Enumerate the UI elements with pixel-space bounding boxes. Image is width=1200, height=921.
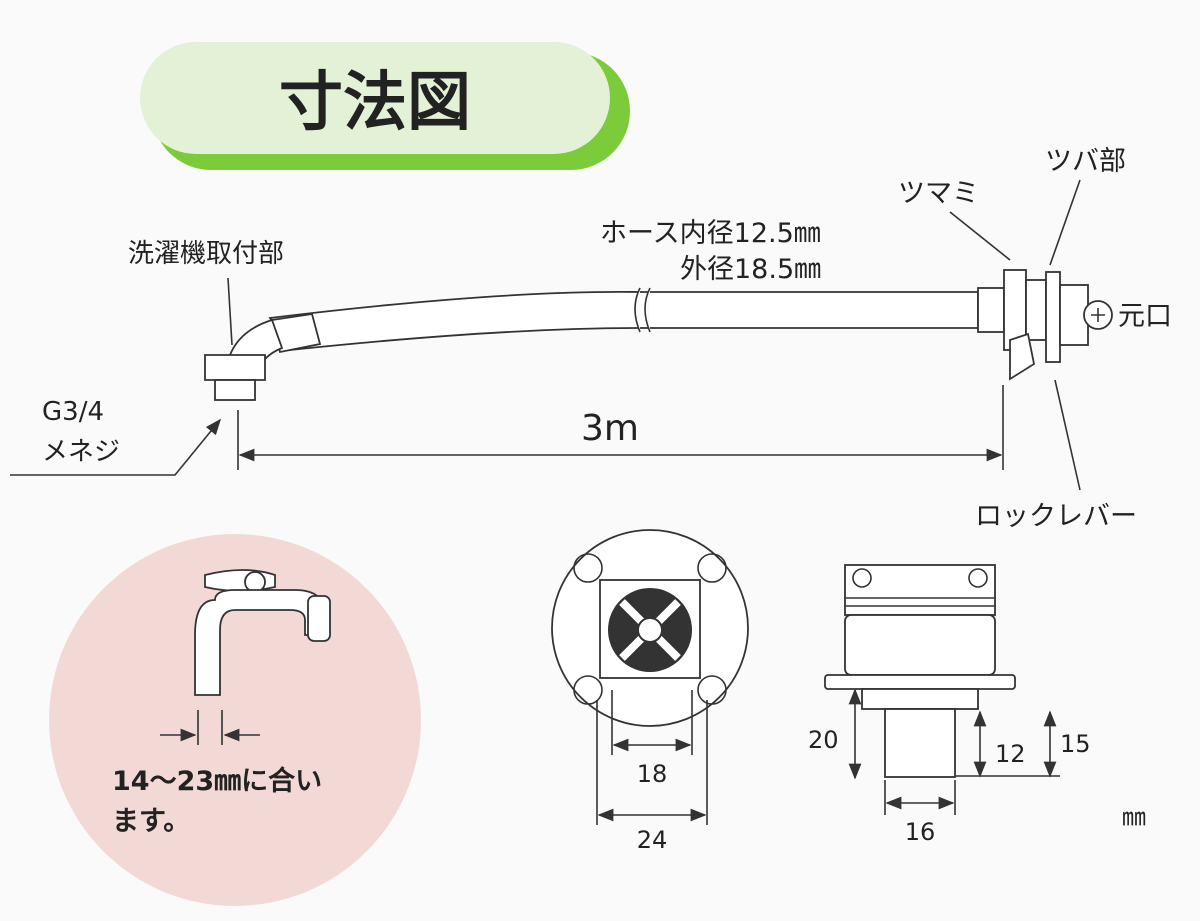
flange-front-view [551, 529, 749, 727]
faucet-note-line2: ます。 [112, 806, 190, 837]
label-tsumami: ツマミ [898, 178, 979, 209]
label-washer-mount: 洗濯機取付部 [128, 239, 284, 269]
faucet-note-line1: 14～23㎜に合い [112, 765, 322, 797]
label-tsuba: ツバ部 [1045, 146, 1126, 177]
dim-16: 16 [905, 818, 936, 846]
label-thread-2: メネジ [42, 437, 120, 467]
title-badge-bg [140, 42, 610, 154]
faucet-icon [160, 569, 331, 745]
dim-20: 20 [808, 726, 839, 754]
label-length: 3m [581, 408, 639, 449]
hose-drawing [204, 269, 1113, 401]
adapter-side-view [824, 564, 1016, 778]
unit-label: ㎜ [1122, 803, 1146, 831]
dim-15: 15 [1060, 730, 1091, 758]
label-hose-outer: 外径18.5㎜ [680, 254, 821, 285]
label-thread-1: G3/4 [42, 397, 104, 427]
title-badge: 寸法図 [140, 42, 630, 170]
dim-12: 12 [995, 740, 1026, 768]
page-title: 寸法図 [279, 66, 471, 140]
dim-24: 24 [637, 826, 668, 854]
label-lock-lever: ロックレバー [975, 501, 1137, 532]
dim-18: 18 [637, 760, 668, 788]
label-motoguchi: 元口 [1118, 301, 1172, 332]
label-hose-inner: ホース内径12.5㎜ [600, 218, 821, 249]
